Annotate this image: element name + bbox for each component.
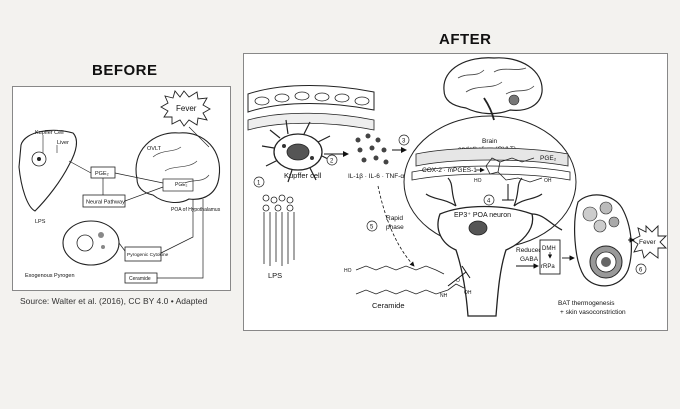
- after-diagram-svg: Kupffer cell LPS 1 2 3 4 5 6 IL-1β · IL-…: [247, 57, 668, 317]
- before-fever-burst: [160, 90, 211, 127]
- after-ceramide-ho: HO: [344, 268, 352, 274]
- liver-sinusoid: [247, 85, 375, 113]
- after-brain-label-1: Brain: [482, 138, 498, 145]
- after-pge2-ho: HO: [474, 178, 482, 184]
- after-rapid-label-2: phase: [386, 224, 404, 231]
- before-lps-label: LPS: [35, 219, 46, 225]
- ep3-poa-neuron: [425, 177, 563, 317]
- before-neural-label: Neural Pathway: [86, 200, 125, 206]
- before-diagram: Kupffer Cell Liver LPS PGE₂ Neural Pathw…: [12, 86, 231, 291]
- ceramide-molecule: [355, 265, 465, 295]
- after-ceramide-o: O: [456, 278, 460, 284]
- after-ceramide-oh: OH: [464, 290, 472, 296]
- kupffer-cell-shape: [31, 151, 47, 167]
- brain-illustration: [443, 57, 543, 121]
- liver-shape: [18, 129, 78, 212]
- before-exogenous-label: Exogenous Pyrogen: [25, 273, 75, 279]
- before-cytokine-box: [124, 246, 162, 262]
- after-bat-label-1: BAT thermogenesis: [558, 300, 615, 307]
- step-2: 2: [330, 159, 334, 165]
- after-diagram: Kupffer cell LPS 1 2 3 4 5 6 IL-1β · IL-…: [243, 53, 668, 331]
- before-ceramide-label: Ceramide: [129, 276, 151, 282]
- after-cytokines-label: IL-1β · IL-6 · TNF-α: [348, 173, 404, 180]
- step-6: 6: [639, 268, 643, 274]
- after-reduced-label-2: GABA: [520, 256, 539, 263]
- after-reduced-label-1: Reduced: [516, 247, 542, 254]
- lps-molecules: [262, 194, 295, 266]
- after-pge2-label: PGE₂: [540, 155, 557, 162]
- before-kupffer-label: Kupffer Cell: [35, 130, 64, 136]
- step-3: 3: [402, 139, 406, 145]
- step-4: 4: [487, 199, 491, 205]
- after-ep3-label: EP3⁺ POA neuron: [454, 212, 511, 219]
- after-dmh-label: DMH: [542, 246, 556, 252]
- after-ceramide-nh: NH: [440, 293, 448, 299]
- pge2-molecule: [485, 157, 543, 183]
- after-lps-label: LPS: [268, 271, 282, 280]
- after-kupffer-label: Kupffer cell: [284, 171, 322, 180]
- before-fever-label: Fever: [176, 104, 197, 113]
- after-ceramide-label: Ceramide: [372, 301, 405, 310]
- cytokine-particles: [355, 133, 389, 165]
- step-5: 5: [370, 225, 374, 231]
- source-caption: Source: Walter et al. (2016), CC BY 4.0 …: [20, 296, 208, 306]
- before-macrophage: [62, 220, 120, 266]
- after-fever-label: Fever: [639, 239, 656, 246]
- after-heading: AFTER: [439, 31, 492, 48]
- before-liver-label: Liver: [57, 140, 69, 146]
- before-heading: BEFORE: [92, 62, 158, 79]
- before-pge2-label: PGE₂: [95, 171, 109, 177]
- after-bat-label-2: + skin vasoconstriction: [560, 309, 626, 316]
- before-brain-pge2: PGE₂: [175, 182, 188, 188]
- before-poa-label: POA of Hypothalamus: [171, 207, 221, 213]
- after-rapid-label-1: Rapid: [386, 215, 403, 222]
- before-brain-shape: [135, 132, 221, 204]
- before-diagram-svg: Kupffer Cell Liver LPS PGE₂ Neural Pathw…: [18, 90, 221, 284]
- bat-tissue: [574, 194, 632, 287]
- after-cox-label: COX-2 · mPGES-1: [422, 167, 477, 174]
- step-1: 1: [257, 181, 261, 187]
- after-rrpa-label: rRPa: [541, 264, 555, 270]
- after-pge2-oh: OH: [544, 178, 552, 184]
- kupffer-cell: [261, 119, 335, 183]
- after-fever-burst: [631, 224, 668, 259]
- before-ovlt-label: OVLT: [147, 146, 162, 152]
- before-cytokine-label-1: Pyrogenic Cytokine: [127, 252, 169, 258]
